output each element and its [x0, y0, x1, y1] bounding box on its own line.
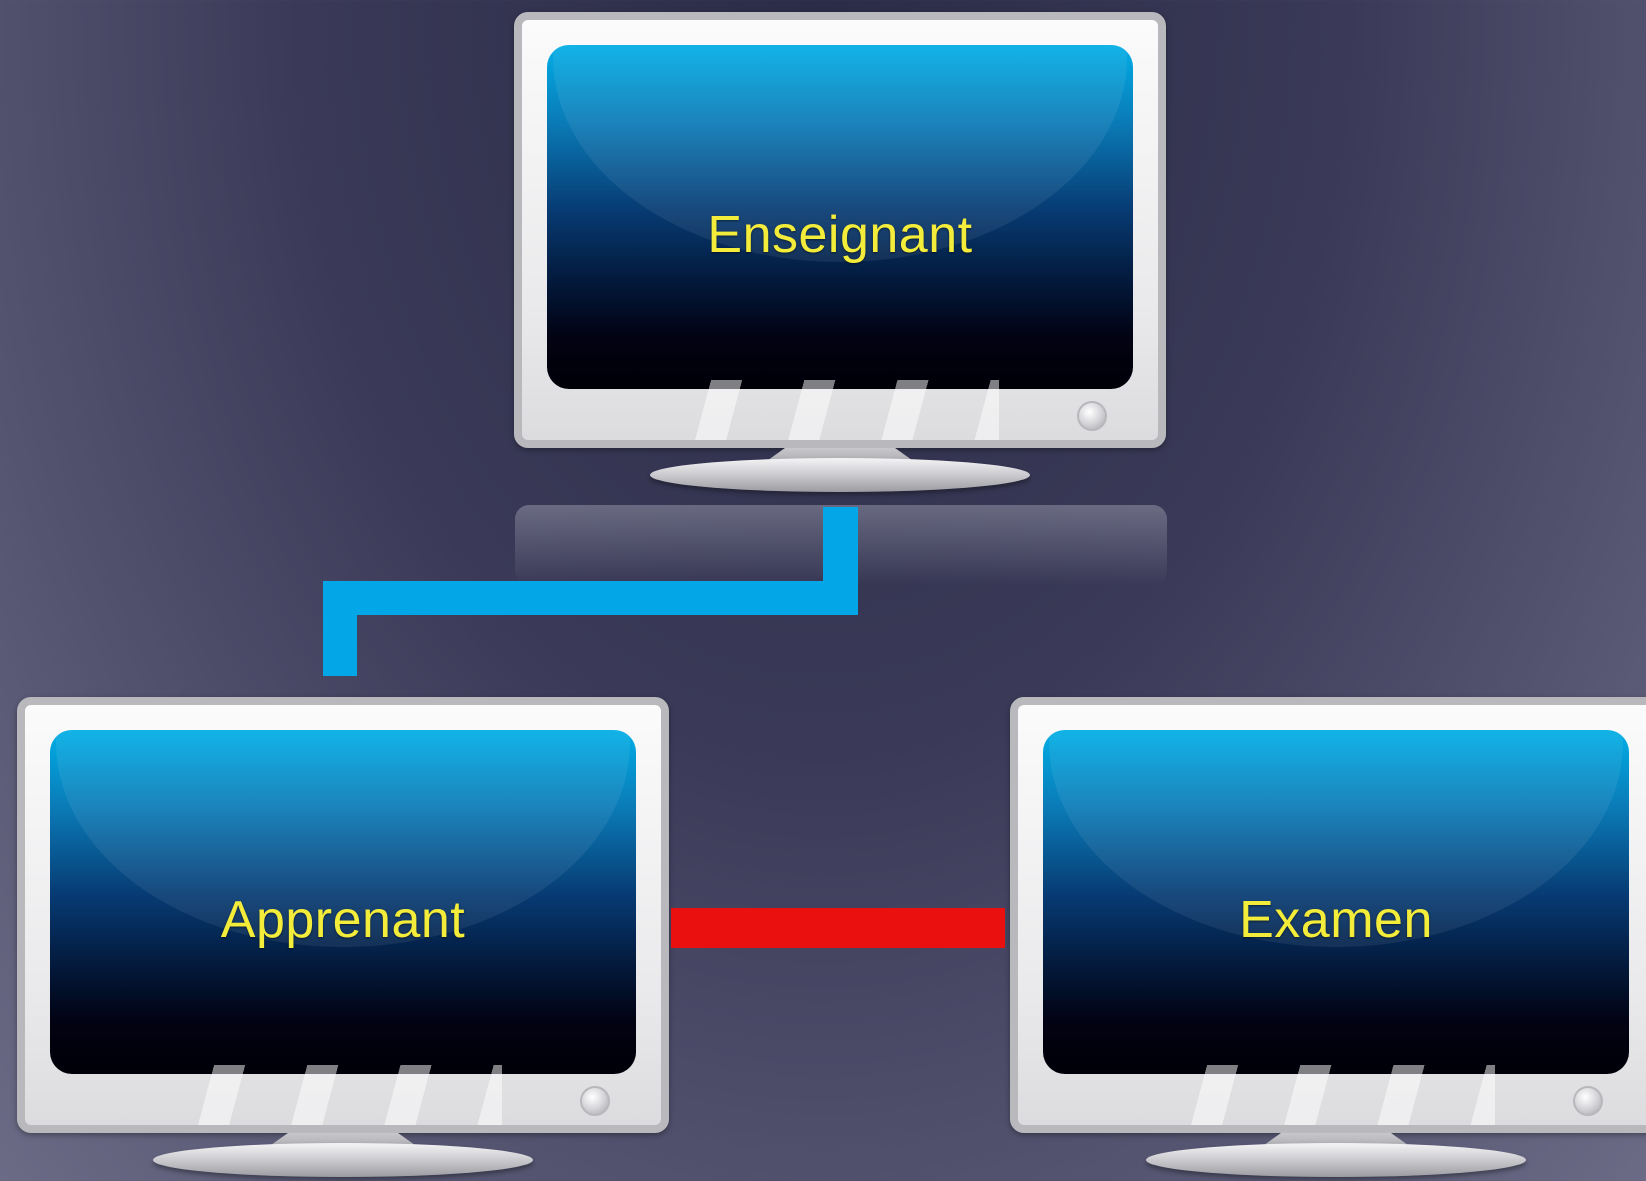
power-button-icon [580, 1086, 610, 1116]
monitor-bezel: Apprenant [17, 697, 669, 1133]
teacher-label: Enseignant [707, 206, 973, 264]
monitor-screen: Apprenant [50, 730, 636, 1074]
monitor-stand [1146, 1143, 1526, 1177]
monitor-stand [650, 458, 1030, 492]
monitor-bezel: Enseignant [514, 12, 1166, 448]
exam-label: Examen [1239, 891, 1433, 949]
monitor-screen: Examen [1043, 730, 1629, 1074]
learner-label: Apprenant [220, 891, 466, 949]
monitor-stand [153, 1143, 533, 1177]
learner-monitor: Apprenant [17, 697, 669, 1181]
monitor-screen: Enseignant [547, 45, 1133, 389]
connector-learner-exam [671, 908, 1005, 948]
teacher-monitor: Enseignant [514, 12, 1166, 497]
monitor-bezel: Examen [1010, 697, 1646, 1133]
connector-teacher-learner-vertical-bottom [323, 581, 357, 676]
connector-teacher-learner-horizontal [323, 581, 858, 615]
exam-monitor: Examen [1010, 697, 1646, 1181]
power-button-icon [1573, 1086, 1603, 1116]
power-button-icon [1077, 401, 1107, 431]
